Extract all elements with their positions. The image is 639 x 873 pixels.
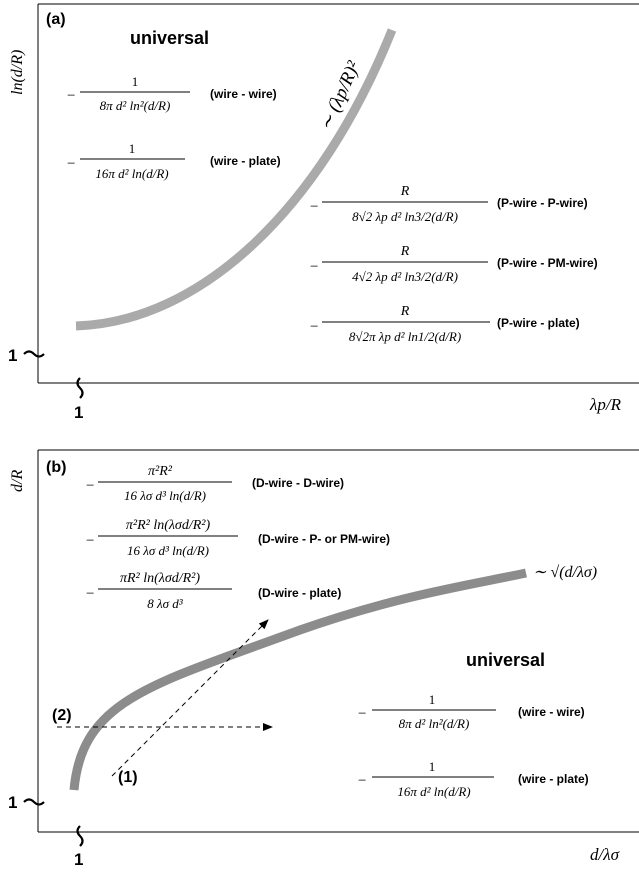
panel-a-label: (a) xyxy=(46,11,66,28)
panel-b-curve xyxy=(69,568,527,791)
panel-a-formula-wire-wire: − 1 8π d² ln²(d/R) (wire - wire) xyxy=(67,74,277,113)
svg-text:−: − xyxy=(358,706,366,722)
panel-b-y-axis-break-icon xyxy=(23,798,45,806)
panel-a-y-axis-break-icon xyxy=(23,350,45,358)
svg-text:−: − xyxy=(310,199,318,215)
panel-a-formula-wire-plate: − 1 16π d² ln(d/R) (wire - plate) xyxy=(67,141,281,181)
formula-denominator: 8π d² ln²(d/R) xyxy=(399,716,470,731)
formula-tag: (wire - wire) xyxy=(210,87,277,101)
panel-b-curve-label: ∼ √(d/λσ) xyxy=(533,564,597,581)
svg-text:−: − xyxy=(358,773,366,789)
formula-denominator: 8√2π λp d² ln1/2(d/R) xyxy=(349,329,461,344)
svg-text:−: − xyxy=(310,259,318,275)
formula-numerator: R xyxy=(400,184,410,199)
formula-numerator: R xyxy=(400,244,410,259)
svg-text:−: − xyxy=(67,88,75,104)
svg-text:−: − xyxy=(86,478,94,494)
svg-text:−: − xyxy=(86,586,94,602)
formula-tag: (P-wire - P-wire) xyxy=(497,196,588,210)
formula-denominator: 4√2 λp d² ln3/2(d/R) xyxy=(352,269,458,284)
panel-a-formula-pwire-pwire: − R 8√2 λp d² ln3/2(d/R) (P-wire - P-wir… xyxy=(310,184,588,224)
formula-denominator: 16 λσ d³ ln(d/R) xyxy=(124,488,206,503)
formula-denominator: 8√2 λp d² ln3/2(d/R) xyxy=(352,209,458,224)
panel-b-y-tick: 1 xyxy=(8,793,17,812)
panel-b-label: (b) xyxy=(46,459,66,476)
panel-b-formula-dwire-dwire: − π²R² 16 λσ d³ ln(d/R) (D-wire - D-wire… xyxy=(86,464,344,503)
panel-b-x-tick: 1 xyxy=(74,850,83,869)
formula-numerator: πR² ln(λσd/R²) xyxy=(120,571,200,586)
panel-b-formula-wire-plate: − 1 16π d² ln(d/R) (wire - plate) xyxy=(358,759,589,799)
formula-tag: (wire - plate) xyxy=(210,154,281,168)
formula-tag: (P-wire - plate) xyxy=(497,316,580,330)
panel-b-x-axis-break-icon xyxy=(76,825,84,847)
formula-numerator: 1 xyxy=(429,759,436,774)
formula-numerator: π²R² xyxy=(148,464,173,479)
panel-b-y-axis-label: d/R xyxy=(9,470,26,492)
svg-text:−: − xyxy=(67,156,75,172)
formula-denominator: 16π d² ln(d/R) xyxy=(397,784,470,799)
panel-b-formula-dwire-pwire: − π²R² ln(λσd/R²) 16 λσ d³ ln(d/R) (D-wi… xyxy=(86,518,390,558)
formula-tag: (D-wire - P- or PM-wire) xyxy=(258,532,390,546)
panel-a-universal-label: universal xyxy=(130,28,209,48)
panel-a-x-tick: 1 xyxy=(74,403,83,422)
panel-a-formula-pwire-pmwire: − R 4√2 λp d² ln3/2(d/R) (P-wire - PM-wi… xyxy=(310,244,598,284)
panel-b-formula-dwire-plate: − πR² ln(λσd/R²) 8 λσ d³ (D-wire - plate… xyxy=(86,571,341,611)
panel-a-y-tick: 1 xyxy=(8,346,17,365)
panel-b-x-axis-label: d/λσ xyxy=(590,845,620,864)
panel-a: (a) ln(d/R) λp/R 1 1 ∼ (λp/R)² universal… xyxy=(8,3,639,422)
formula-tag: (wire - wire) xyxy=(518,705,585,719)
formula-tag: (D-wire - D-wire) xyxy=(252,476,344,490)
formula-tag: (wire - plate) xyxy=(518,772,589,786)
panel-a-x-axis-label: λp/R xyxy=(589,395,622,414)
path-label-1: (1) xyxy=(118,769,138,786)
formula-denominator: 16π d² ln(d/R) xyxy=(95,166,168,181)
svg-text:−: − xyxy=(310,319,318,335)
formula-numerator: 1 xyxy=(429,692,436,707)
formula-numerator: π²R² ln(λσd/R²) xyxy=(126,518,211,533)
formula-numerator: 1 xyxy=(129,141,136,156)
svg-text:−: − xyxy=(86,533,94,549)
panel-b-universal-label: universal xyxy=(466,650,545,670)
formula-tag: (P-wire - PM-wire) xyxy=(497,256,598,270)
formula-denominator: 8π d² ln²(d/R) xyxy=(100,98,171,113)
formula-numerator: 1 xyxy=(132,74,139,89)
formula-numerator: R xyxy=(400,304,410,319)
formula-denominator: 8 λσ d³ xyxy=(147,596,184,611)
panel-a-curve xyxy=(75,28,397,331)
path-arrow-1 xyxy=(111,619,269,777)
panel-a-y-axis-label: ln(d/R) xyxy=(9,50,26,95)
path-label-2: (2) xyxy=(52,707,72,724)
panel-b: (b) d/R d/λσ 1 1 ∼ √(d/λσ) (1) (2) unive… xyxy=(8,449,639,869)
formula-denominator: 16 λσ d³ ln(d/R) xyxy=(127,543,209,558)
panel-a-formula-pwire-plate: − R 8√2π λp d² ln1/2(d/R) (P-wire - plat… xyxy=(310,304,580,344)
formula-tag: (D-wire - plate) xyxy=(258,586,341,600)
panel-b-formula-wire-wire: − 1 8π d² ln²(d/R) (wire - wire) xyxy=(358,692,585,731)
panel-a-x-axis-break-icon xyxy=(76,377,84,399)
